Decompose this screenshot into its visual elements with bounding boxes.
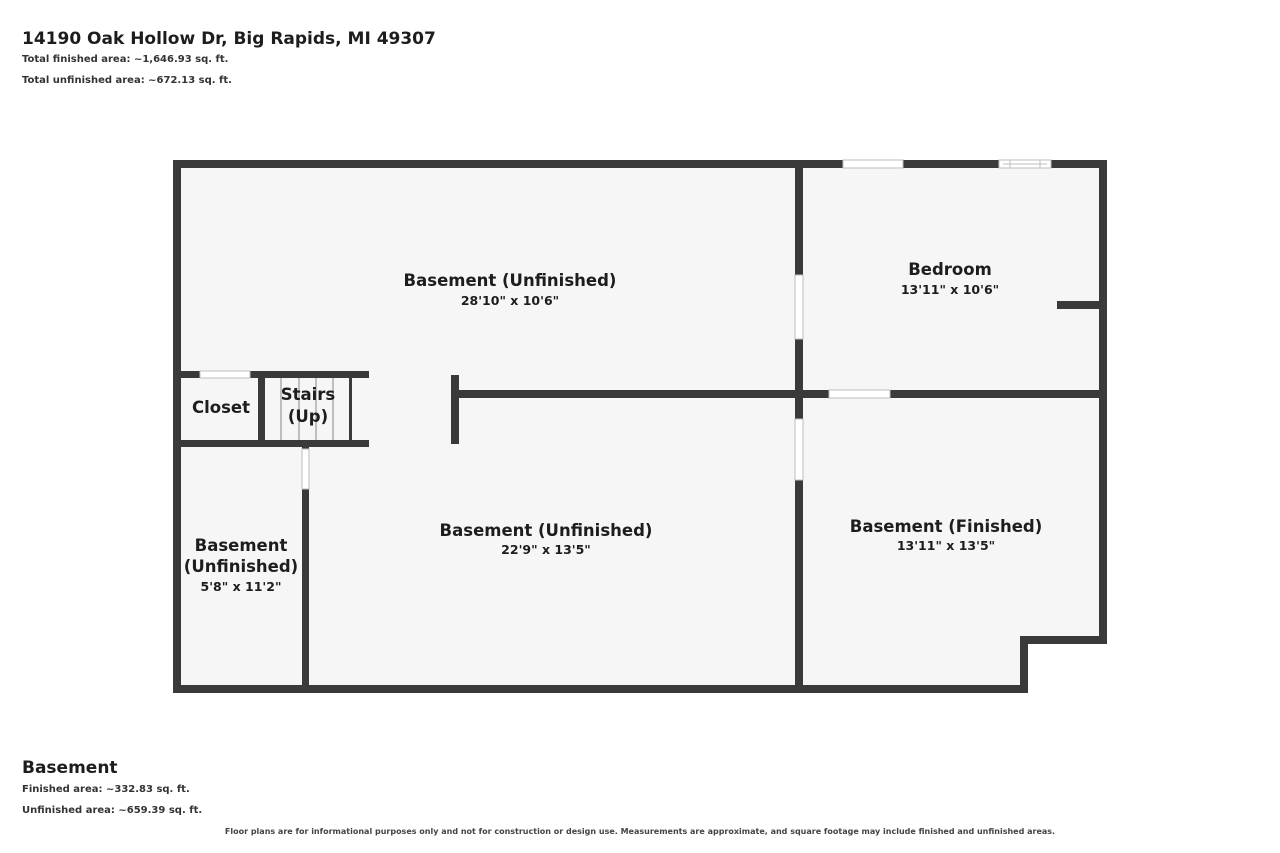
room-basement-finished: Basement (Finished) 13'11" x 13'5"	[850, 517, 1042, 553]
room-dimensions: 13'11" x 10'6"	[901, 282, 999, 297]
wall-notch-horizontal	[1020, 636, 1107, 644]
room-name: Basement (Finished)	[850, 517, 1042, 536]
stair-treads	[280, 378, 334, 440]
room-name: Bedroom	[908, 260, 992, 279]
room-stairs: Stairs (Up)	[281, 385, 336, 426]
stair-rail	[349, 378, 352, 440]
floor-name: Basement	[22, 758, 118, 778]
wall-right-upper	[1099, 160, 1107, 644]
floor-unfinished-area: Unfinished area: ~659.39 sq. ft.	[22, 805, 203, 816]
window-sash	[1003, 160, 1047, 168]
opening-center-lower	[794, 418, 804, 481]
wall-closet-divider	[258, 371, 265, 447]
room-dimensions: 5'8" x 11'2"	[201, 579, 282, 594]
room-name: Basement (Unfinished)	[404, 271, 617, 290]
wall-closet-top	[177, 371, 369, 378]
floor-finished-area: Finished area: ~332.83 sq. ft.	[22, 784, 190, 795]
room-basement-top: Basement (Unfinished) 28'10" x 10'6"	[404, 271, 617, 308]
room-name-line2: (Unfinished)	[184, 557, 298, 576]
room-name-line1: Basement	[195, 536, 288, 555]
room-name-line2: (Up)	[288, 407, 328, 426]
opening-finished-door	[828, 389, 891, 399]
wall-top	[173, 160, 1107, 168]
room-basement-small: Basement (Unfinished) 5'8" x 11'2"	[184, 536, 298, 594]
room-closet: Closet	[192, 398, 250, 417]
wall-bottom	[173, 685, 1028, 693]
room-dimensions: 22'9" x 13'5"	[501, 542, 591, 557]
room-name: Closet	[192, 398, 250, 417]
room-name: Basement (Unfinished)	[440, 521, 653, 540]
room-basement-center: Basement (Unfinished) 22'9" x 13'5"	[440, 521, 653, 557]
wall-bedroom-stub	[1057, 301, 1103, 309]
disclaimer: Floor plans are for informational purpos…	[224, 827, 1056, 836]
total-unfinished-area: Total unfinished area: ~672.13 sq. ft.	[22, 75, 232, 86]
opening-closet	[199, 370, 251, 379]
window-top-1	[842, 159, 904, 169]
opening-small-basement	[301, 448, 310, 490]
room-dimensions: 28'10" x 10'6"	[461, 293, 559, 308]
total-finished-area: Total finished area: ~1,646.93 sq. ft.	[22, 54, 229, 65]
room-dimensions: 13'11" x 13'5"	[897, 538, 995, 553]
room-bedroom: Bedroom 13'11" x 10'6"	[901, 260, 999, 297]
opening-center-upper	[794, 274, 804, 340]
wall-stub-vertical	[451, 375, 459, 444]
wall-mid-horizontal-left	[453, 390, 799, 398]
wall-small-basement-right	[302, 444, 309, 689]
wall-notch-vertical	[1020, 636, 1028, 693]
wall-left	[173, 160, 181, 693]
address-title: 14190 Oak Hollow Dr, Big Rapids, MI 4930…	[22, 29, 436, 49]
wall-closet-bottom	[177, 440, 369, 447]
wall-mid-horizontal-right	[799, 390, 1105, 398]
room-name-line1: Stairs	[281, 385, 336, 404]
